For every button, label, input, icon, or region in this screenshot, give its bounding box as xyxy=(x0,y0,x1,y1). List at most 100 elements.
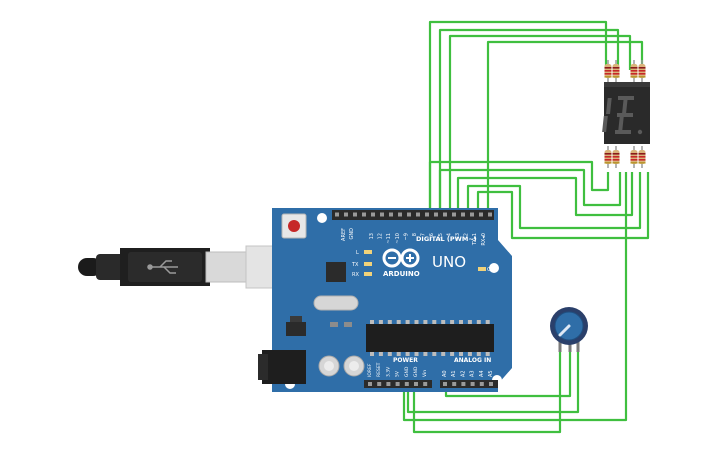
analog-pin-label: A5 xyxy=(488,370,494,377)
header-pin[interactable] xyxy=(434,212,438,217)
header-pin[interactable] xyxy=(416,212,420,217)
resistor[interactable] xyxy=(630,60,638,82)
reset-button-cap[interactable] xyxy=(288,220,300,232)
digital-pin-label: ~5 xyxy=(438,233,444,240)
header-pin[interactable] xyxy=(398,212,402,217)
digital-pin-label: 12 xyxy=(378,233,384,239)
analog-pin[interactable] xyxy=(489,382,493,386)
potentiometer[interactable] xyxy=(550,307,588,352)
resistor[interactable] xyxy=(604,60,612,82)
smd-part xyxy=(330,322,338,327)
digital-pin-label: ~6 xyxy=(429,233,435,240)
resistor-band xyxy=(612,156,620,158)
analog-header xyxy=(440,380,498,388)
resistor[interactable] xyxy=(604,146,612,168)
power-pin-label: IOREF xyxy=(367,363,373,377)
analog-pin-label: A1 xyxy=(451,370,457,377)
wire-pot-gnd[interactable] xyxy=(412,348,562,434)
wire-d0[interactable] xyxy=(466,172,642,230)
header-pin[interactable] xyxy=(425,212,429,217)
header-pin[interactable] xyxy=(443,212,447,217)
tx-label: TX xyxy=(351,262,359,268)
power-pin[interactable] xyxy=(377,382,382,386)
analog-pin[interactable] xyxy=(452,382,457,386)
power-pin[interactable] xyxy=(386,382,391,386)
resistor-band xyxy=(604,162,612,164)
digital-label: DIGITAL (PWM~) xyxy=(416,235,477,243)
chip-pin xyxy=(370,320,374,324)
header-pin[interactable] xyxy=(407,212,411,217)
crystal xyxy=(313,295,359,311)
analog-pin-label: A4 xyxy=(479,370,485,377)
pot-indicator xyxy=(558,324,571,337)
aref-label: AREF xyxy=(341,228,347,241)
chip-pin xyxy=(476,320,481,324)
header-pin[interactable] xyxy=(380,212,384,217)
digital-pin-label: TX▸1 xyxy=(472,233,478,246)
wire-d7[interactable] xyxy=(428,20,608,212)
gnd-label: GND xyxy=(349,228,355,240)
header-pin[interactable] xyxy=(461,212,465,217)
l-led xyxy=(364,250,372,254)
header-pin[interactable] xyxy=(479,212,483,217)
arduino-logo-icon xyxy=(382,248,420,268)
wire-d1[interactable] xyxy=(456,172,634,217)
header-pin[interactable] xyxy=(335,212,339,217)
wire-d4[interactable] xyxy=(486,40,644,212)
header-pin[interactable] xyxy=(371,212,375,217)
power-pin-label: 5V xyxy=(395,370,401,377)
resistor-band xyxy=(630,67,638,69)
chip-pin xyxy=(441,320,446,324)
analog-pin[interactable] xyxy=(443,382,447,386)
chip-pin xyxy=(450,352,455,356)
resistor-band xyxy=(638,153,646,155)
header-pin[interactable] xyxy=(362,212,366,217)
wire-display-common[interactable] xyxy=(402,172,628,422)
chip-pin xyxy=(485,352,490,356)
power-pin[interactable] xyxy=(395,382,400,386)
analog-pin[interactable] xyxy=(461,382,466,386)
power-pin[interactable] xyxy=(423,382,428,386)
chip-pin xyxy=(378,352,383,356)
wire-pot-5v[interactable] xyxy=(406,348,580,414)
wire-d6[interactable] xyxy=(438,28,620,212)
power-header-pins xyxy=(368,382,428,386)
resistor[interactable] xyxy=(612,60,620,82)
resistor[interactable] xyxy=(638,146,646,168)
usb-icon xyxy=(147,260,178,274)
seven-segment-display[interactable] xyxy=(602,82,650,144)
analog-pin[interactable] xyxy=(470,382,475,386)
chip-pin xyxy=(432,352,437,356)
wire-d3[interactable] xyxy=(428,160,610,212)
resistor-band xyxy=(630,76,638,78)
display-top-edge xyxy=(604,82,650,87)
header-pin[interactable] xyxy=(344,212,348,217)
header-pin[interactable] xyxy=(353,212,357,217)
resistor[interactable] xyxy=(638,60,646,82)
power-pin[interactable] xyxy=(368,382,372,386)
header-pin[interactable] xyxy=(389,212,393,217)
usb-strain-relief xyxy=(96,254,126,280)
resistor-band xyxy=(604,156,612,158)
dc-power-jack[interactable] xyxy=(262,350,306,384)
rx-label: RX xyxy=(352,272,359,278)
wire-d5[interactable] xyxy=(448,34,632,212)
power-pin[interactable] xyxy=(414,382,418,386)
mount-hole xyxy=(317,213,327,223)
analog-pin-label: A3 xyxy=(470,370,476,377)
digital-pin-label: ~3 xyxy=(455,233,461,240)
header-pin[interactable] xyxy=(470,212,474,217)
analog-pin[interactable] xyxy=(479,382,484,386)
power-pin[interactable] xyxy=(404,382,409,386)
wire-d8[interactable] xyxy=(476,172,650,240)
resistor-band xyxy=(630,162,638,164)
usb-cable[interactable] xyxy=(78,245,309,289)
resistor[interactable] xyxy=(612,146,620,168)
header-pin[interactable] xyxy=(452,212,456,217)
wire-d2[interactable] xyxy=(438,168,622,212)
header-pin[interactable] xyxy=(488,212,492,217)
chip-pin xyxy=(441,352,446,356)
resistor[interactable] xyxy=(630,146,638,168)
resistor-band xyxy=(638,73,646,75)
